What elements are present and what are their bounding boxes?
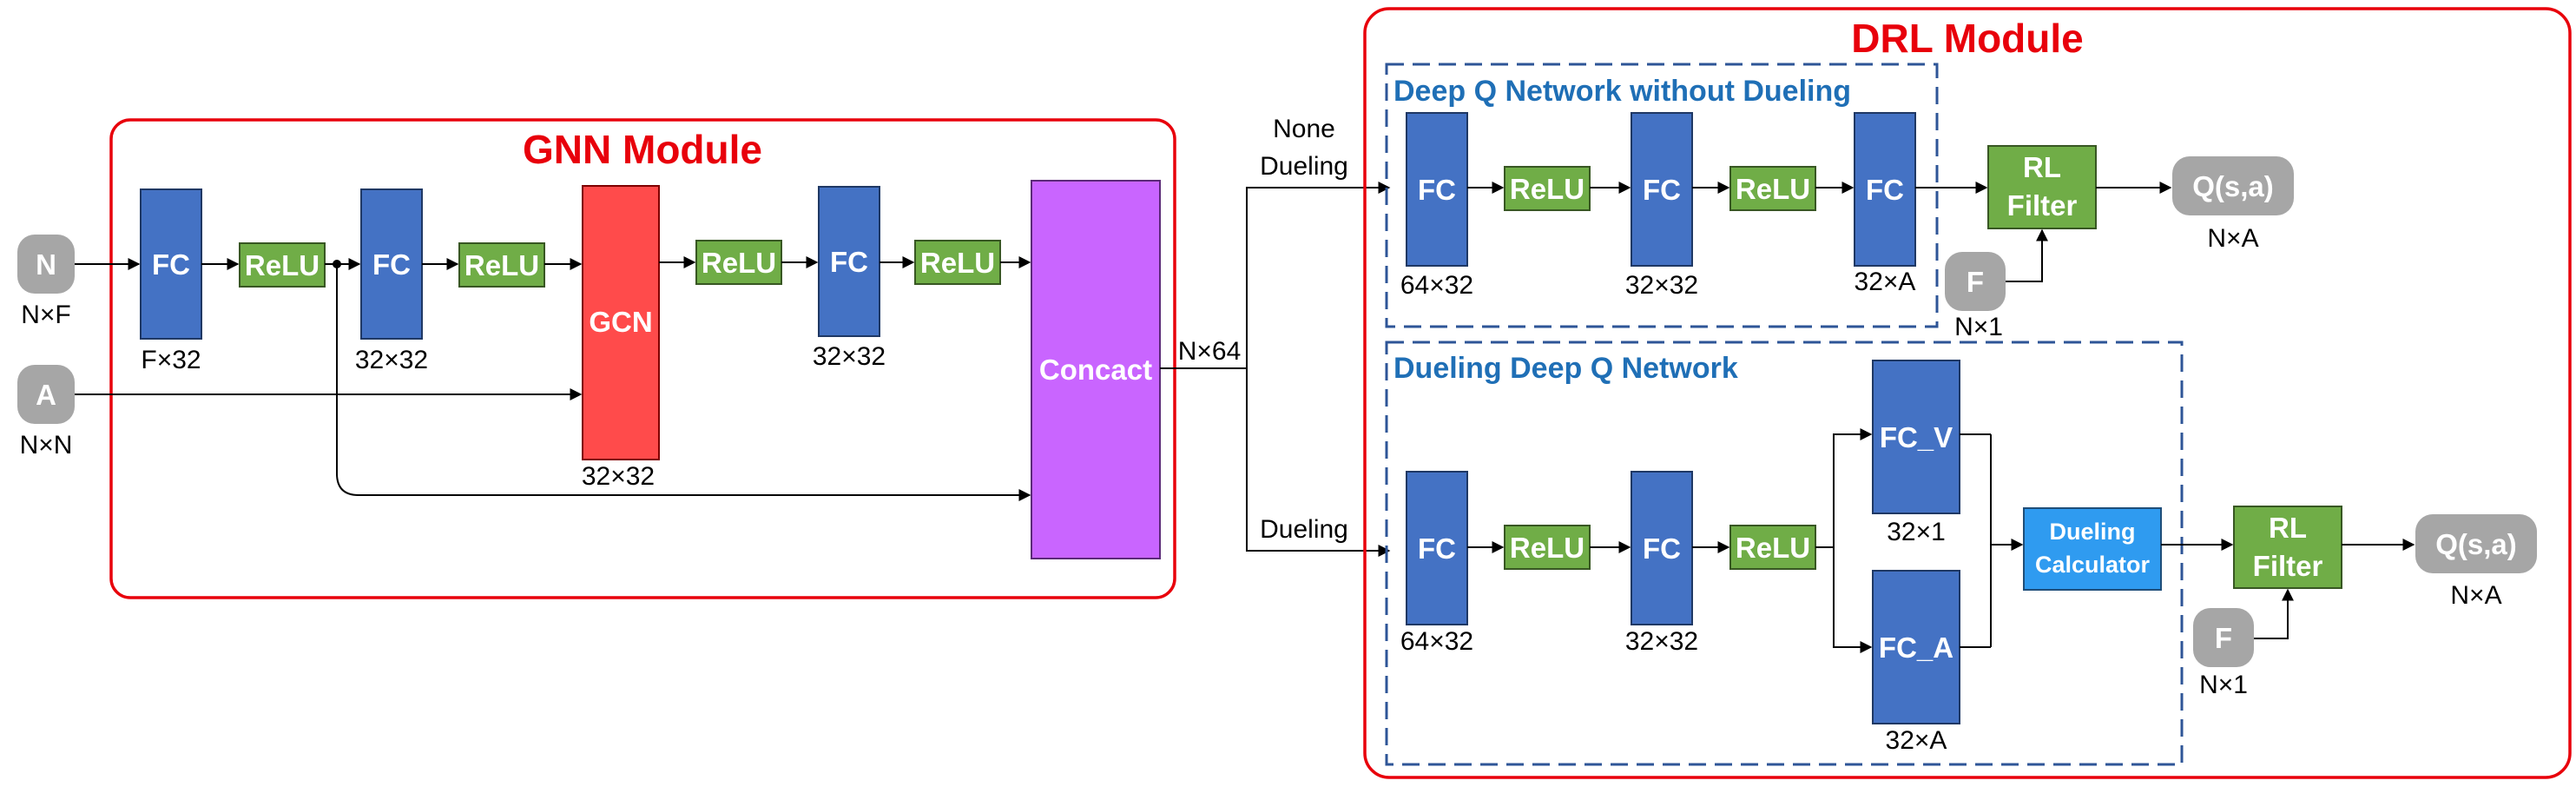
dueling-calculator-line1: Dueling — [2050, 519, 2136, 545]
gnn-fc1-block — [140, 188, 202, 340]
input-a-dim: N×N — [20, 431, 73, 460]
drl-module-title: DRL Module — [1851, 16, 2083, 61]
branch-none-dueling-line2: Dueling — [1260, 152, 1348, 181]
d-fc1-block — [1406, 471, 1468, 625]
d-fc2-dim: 32×32 — [1625, 627, 1698, 656]
no-dueling-section-title: Deep Q Network without Dueling — [1393, 75, 1851, 108]
gcn-dim: 32×32 — [582, 462, 655, 491]
d-rl-filter-block — [2233, 506, 2342, 589]
d-rl-filter-line1: RL — [2269, 512, 2307, 544]
nd-rl-filter-block — [1987, 145, 2097, 229]
gnn-fc3-label: FC — [830, 246, 868, 278]
d-f-input-node — [2193, 608, 2254, 667]
input-a-node — [17, 365, 75, 424]
nd-f-input-node — [1945, 252, 2006, 311]
nd-rl-filter-line2: Filter — [2007, 189, 2078, 222]
gnn-relu4-block — [914, 240, 1001, 285]
gnn-relu2-block — [458, 242, 545, 288]
gcn-label: GCN — [589, 306, 652, 338]
gnn-module-title: GNN Module — [523, 127, 762, 172]
d-output-label: Q(s,a) — [2435, 528, 2517, 560]
input-n-label: N — [36, 248, 56, 281]
gnn-relu2-label: ReLU — [464, 249, 539, 281]
nd-fc2-dim: 32×32 — [1625, 271, 1698, 300]
d-fc2-label: FC — [1643, 532, 1681, 565]
fc-a-dim: 32×A — [1886, 726, 1947, 755]
d-output-dim: N×A — [2450, 581, 2501, 610]
gnn-fc2-block — [360, 188, 423, 340]
nd-fc1-label: FC — [1418, 174, 1456, 206]
nd-relu2-block — [1729, 166, 1816, 211]
gnn-fc2-label: FC — [372, 248, 411, 281]
dueling-section-title: Dueling Deep Q Network — [1393, 352, 1738, 385]
gnn-fc2-dim: 32×32 — [355, 346, 428, 374]
d-fc1-label: FC — [1418, 532, 1456, 565]
nd-fc3-label: FC — [1866, 174, 1904, 206]
nd-relu1-label: ReLU — [1510, 173, 1584, 205]
dueling-connectors — [1467, 428, 2415, 653]
d-rl-filter-line2: Filter — [2253, 550, 2323, 582]
d-relu2-block — [1729, 525, 1816, 570]
branch-none-dueling-line1: None — [1273, 115, 1335, 143]
fc-v-label: FC_V — [1880, 421, 1953, 453]
dueling-calculator-block — [2023, 507, 2162, 591]
input-n-node — [17, 235, 75, 294]
fc-a-label: FC_A — [1879, 632, 1953, 664]
fc-a-block — [1872, 570, 1960, 724]
gnn-relu3-block — [695, 240, 782, 285]
fc-v-block — [1872, 360, 1960, 514]
nd-output-node — [2172, 156, 2294, 215]
nd-fc2-block — [1631, 112, 1693, 267]
gnn-fc3-block — [818, 186, 880, 337]
d-f-input-label: F — [2215, 622, 2232, 654]
d-fc1-dim: 64×32 — [1400, 627, 1473, 656]
d-f-input-dim: N×1 — [2199, 671, 2248, 699]
gnn-fc3-dim: 32×32 — [813, 342, 886, 371]
dueling-calculator-line2: Calculator — [2035, 552, 2151, 578]
gnn-fc1-label: FC — [152, 248, 190, 281]
nd-fc3-block — [1854, 112, 1916, 267]
input-a-label: A — [36, 379, 56, 411]
no-dueling-section-border — [1385, 63, 1939, 328]
nd-relu2-label: ReLU — [1736, 173, 1810, 205]
nd-output-label: Q(s,a) — [2192, 170, 2274, 202]
d-relu1-block — [1504, 525, 1591, 570]
concat-label: Concact — [1039, 354, 1152, 386]
nd-f-input-label: F — [1967, 266, 1984, 298]
drl-module-border — [1363, 7, 2572, 779]
dueling-section-border — [1385, 341, 2184, 766]
d-output-node — [2415, 514, 2537, 573]
nd-f-input-dim: N×1 — [1954, 313, 2003, 341]
gnn-fc1-dim: F×32 — [141, 346, 201, 374]
gnn-relu1-label: ReLU — [245, 249, 320, 281]
concat-output-dim: N×64 — [1178, 337, 1242, 366]
nd-fc2-label: FC — [1643, 174, 1681, 206]
nd-fc1-dim: 64×32 — [1400, 271, 1473, 300]
input-n-dim: N×F — [21, 301, 71, 329]
nd-rl-filter-line1: RL — [2023, 151, 2061, 183]
gnn-relu3-label: ReLU — [702, 247, 776, 279]
skip-junction-dot — [333, 260, 341, 268]
d-relu1-label: ReLU — [1510, 532, 1584, 564]
nd-fc1-block — [1406, 112, 1468, 267]
no-dueling-connectors — [1467, 182, 2172, 282]
nd-fc3-dim: 32×A — [1855, 268, 1916, 296]
nd-relu1-block — [1504, 166, 1591, 211]
d-relu2-label: ReLU — [1736, 532, 1810, 564]
concat-block — [1031, 180, 1161, 559]
gnn-connectors — [75, 182, 1391, 557]
gnn-module-border — [109, 118, 1176, 599]
fc-v-dim: 32×1 — [1887, 518, 1946, 546]
nd-output-dim: N×A — [2207, 224, 2258, 253]
branch-dueling-label: Dueling — [1260, 515, 1348, 544]
gcn-block — [582, 185, 660, 460]
gnn-relu4-label: ReLU — [920, 247, 995, 279]
